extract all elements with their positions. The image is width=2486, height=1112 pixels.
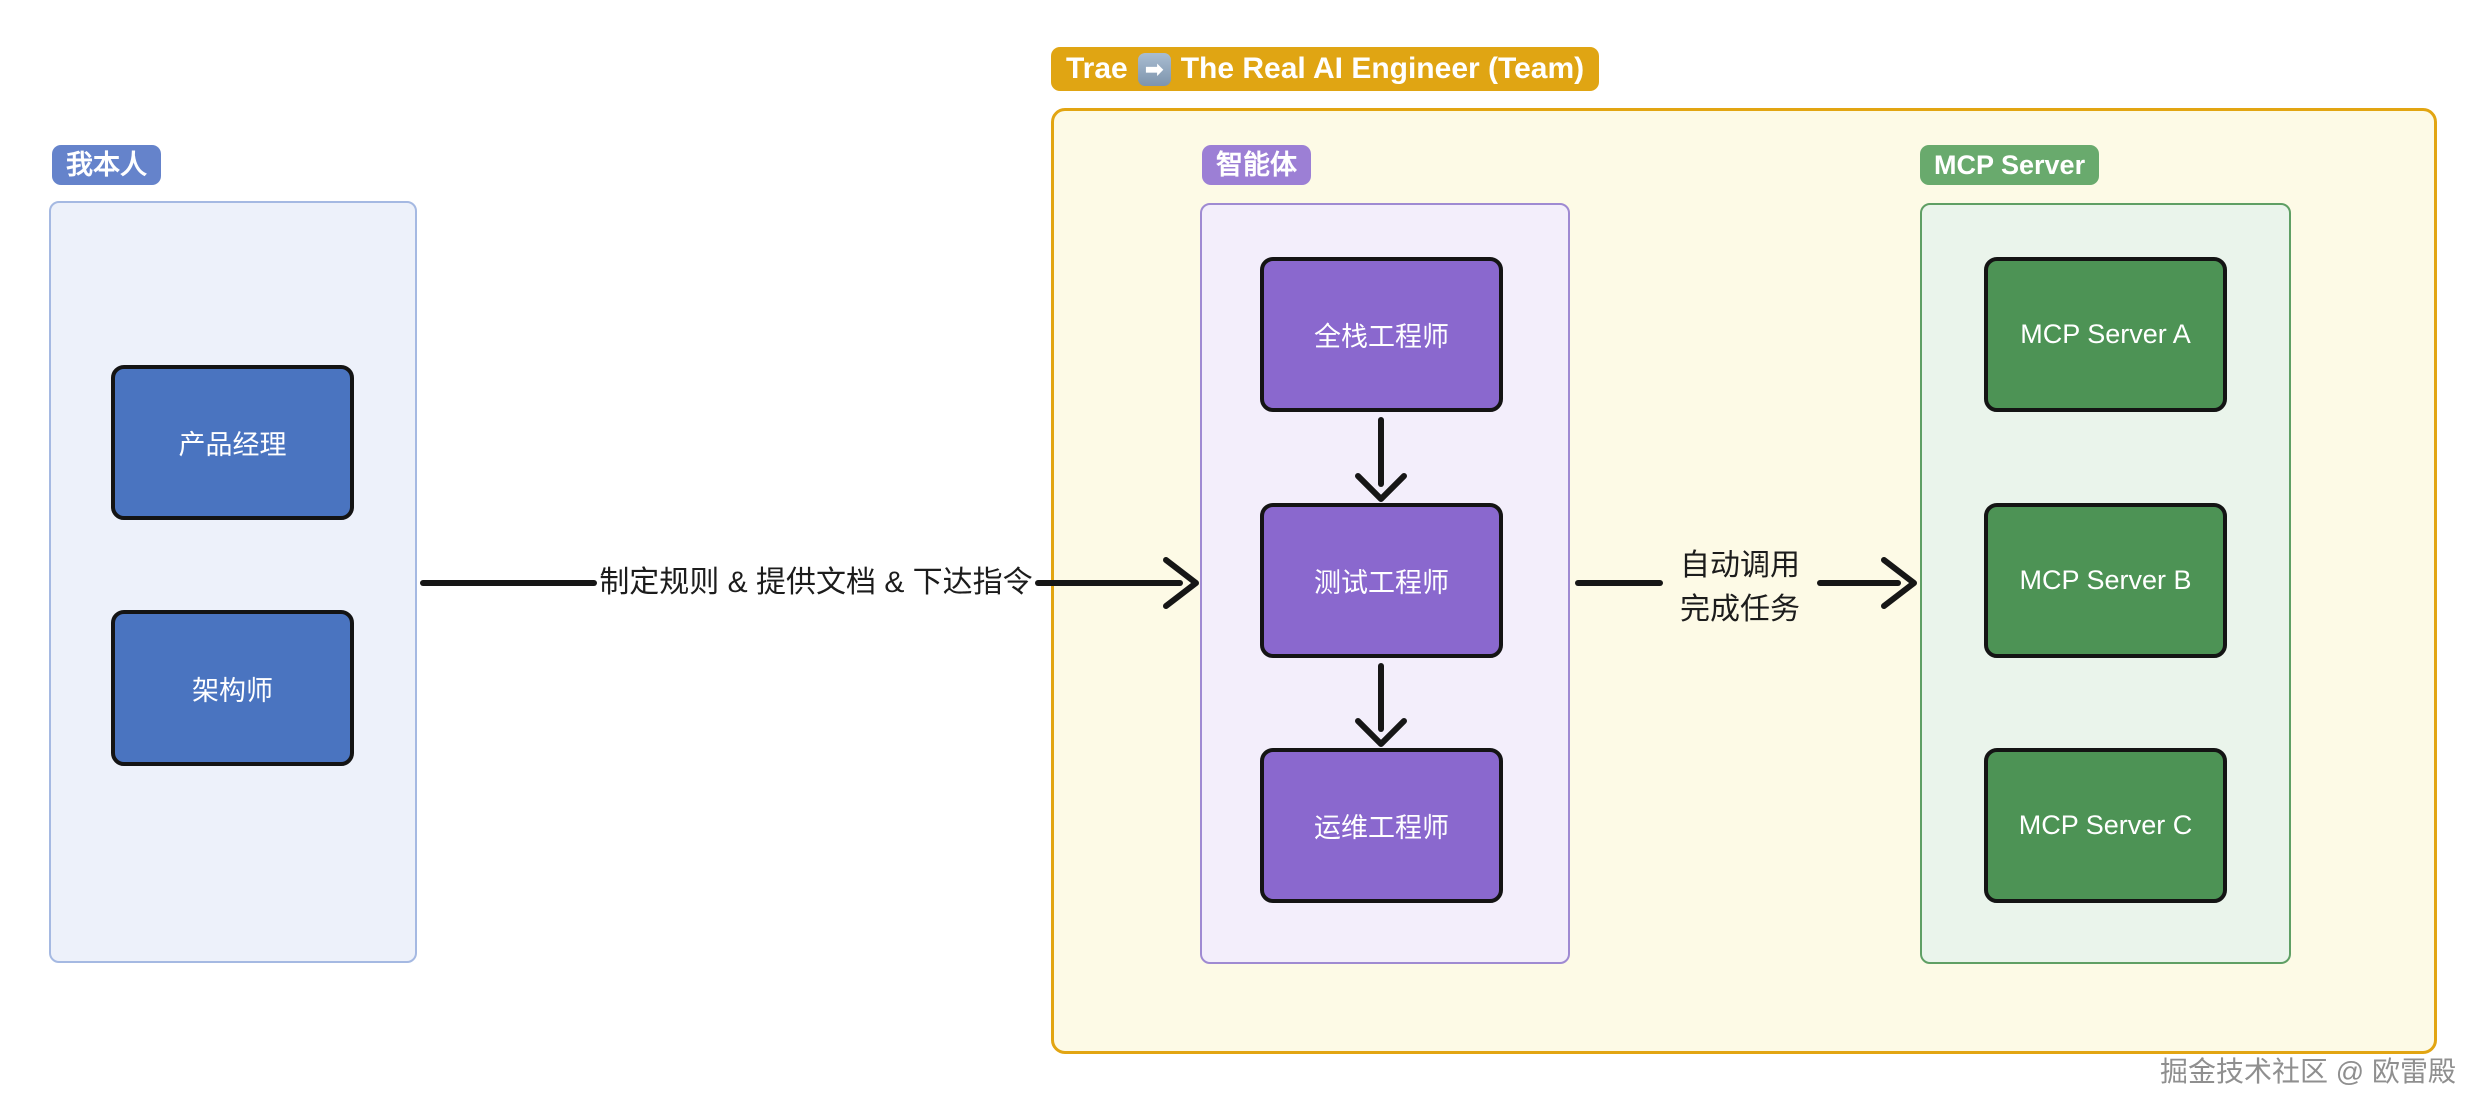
right-arrow-emoji: ➡ bbox=[1137, 52, 1171, 86]
node-label: 全栈工程师 bbox=[1314, 322, 1449, 352]
node-ops-engineer: 运维工程师 bbox=[1260, 748, 1503, 903]
node-mcp-server-a: MCP Server A bbox=[1984, 257, 2227, 412]
node-label: MCP Server B bbox=[2019, 565, 2192, 595]
right-arrow-glyph: ➡ bbox=[1144, 55, 1164, 82]
edge-label-line-2: 完成任务 bbox=[1680, 593, 1800, 626]
node-label: 测试工程师 bbox=[1314, 568, 1449, 598]
me-group-label: 我本人 bbox=[52, 145, 161, 185]
edge-label-me-to-agents: 制定规则 & 提供文档 & 下达指令 bbox=[599, 566, 1033, 599]
watermark: 掘金技术社区 @ 欧雷殿 bbox=[2160, 1056, 2456, 1087]
team-title-suffix: The Real AI Engineer (Team) bbox=[1180, 52, 1585, 85]
team-title: Trae ➡ The Real AI Engineer (Team) bbox=[1051, 47, 1600, 91]
edge-label-agents-to-mcp: 自动调用 完成任务 bbox=[1652, 544, 1828, 632]
node-test-engineer: 测试工程师 bbox=[1260, 503, 1503, 658]
node-product-manager: 产品经理 bbox=[111, 365, 354, 520]
node-label: 产品经理 bbox=[178, 430, 287, 460]
node-fullstack-engineer: 全栈工程师 bbox=[1260, 257, 1503, 412]
node-architect: 架构师 bbox=[111, 610, 354, 766]
node-label: 运维工程师 bbox=[1314, 813, 1449, 843]
node-mcp-server-c: MCP Server C bbox=[1984, 748, 2227, 903]
edge-label-line-1: 自动调用 bbox=[1680, 549, 1800, 582]
me-group-container bbox=[49, 201, 417, 963]
agents-group-label: 智能体 bbox=[1202, 145, 1311, 185]
node-label: MCP Server C bbox=[2018, 810, 2193, 840]
node-mcp-server-b: MCP Server B bbox=[1984, 503, 2227, 658]
node-label: 架构师 bbox=[192, 675, 273, 706]
team-title-prefix: Trae bbox=[1066, 52, 1128, 85]
mcp-group-label: MCP Server bbox=[1920, 145, 2100, 185]
node-label: MCP Server A bbox=[2020, 319, 2191, 349]
